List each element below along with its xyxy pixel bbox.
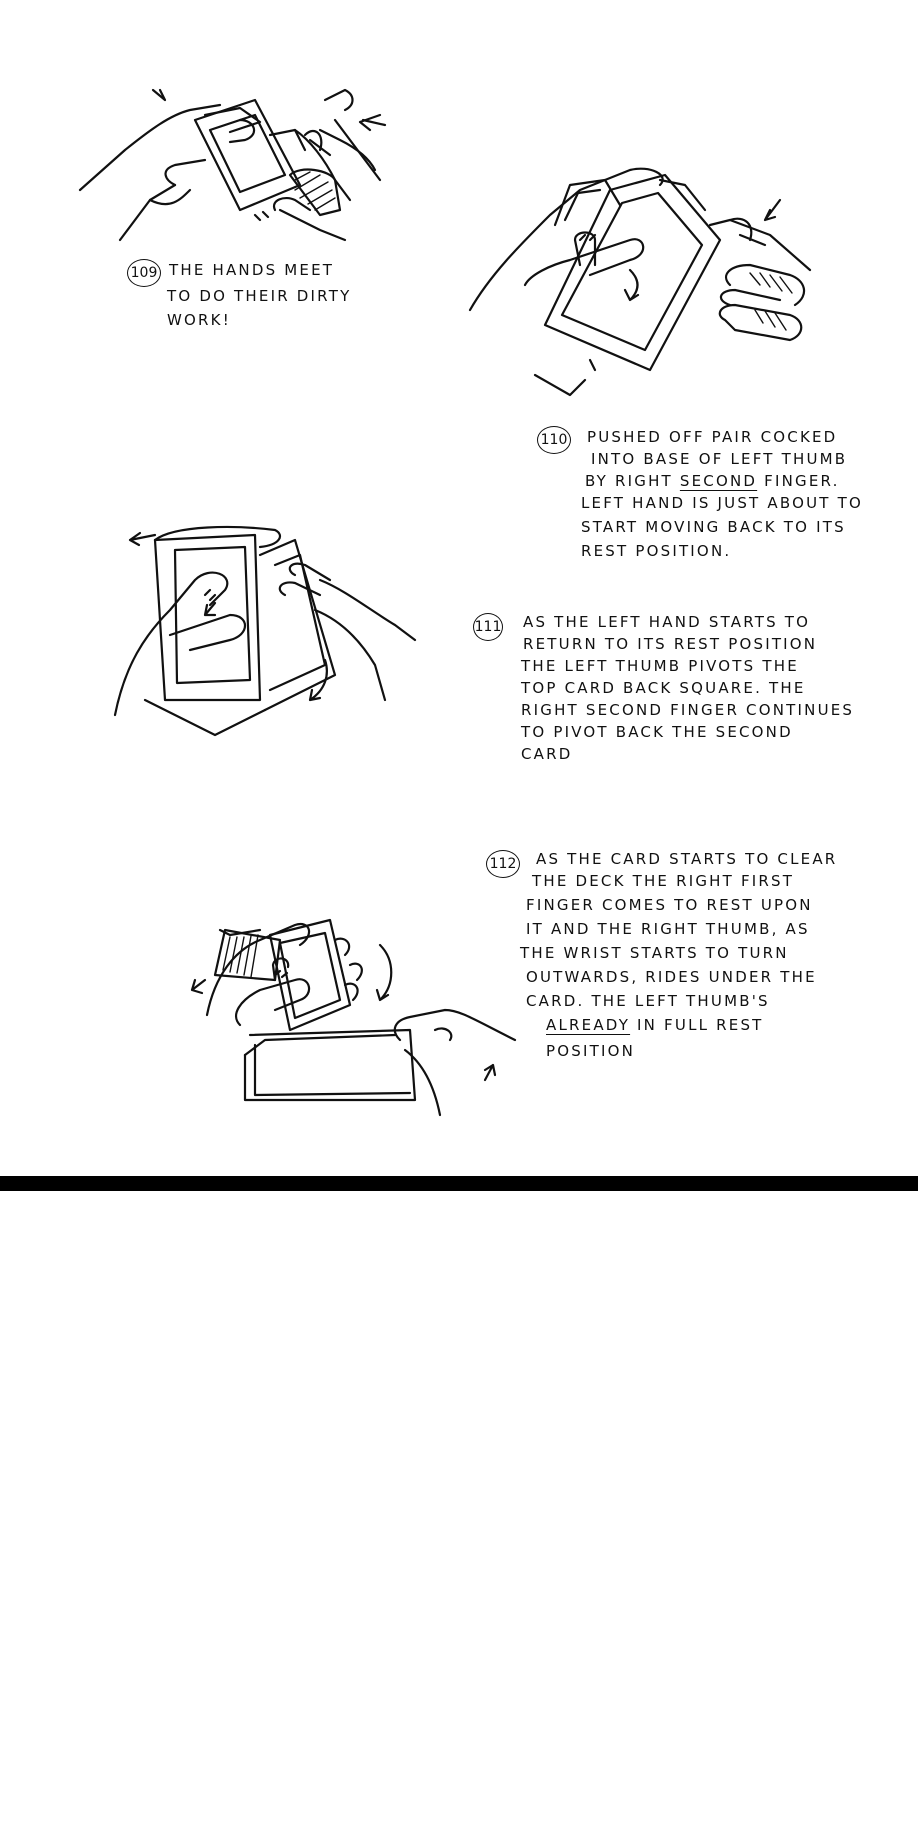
caption-line: INTO BASE OF LEFT THUMB <box>591 450 848 468</box>
caption-line: BY RIGHT SECOND FINGER. <box>585 474 840 489</box>
caption-line: PUSHED OFF PAIR COCKED <box>587 428 838 446</box>
underlined-word: SECOND <box>679 472 758 490</box>
caption-line: RIGHT SECOND FINGER CONTINUES <box>521 701 855 719</box>
caption-line: THE LEFT THUMB PIVOTS THE <box>521 657 799 675</box>
page-divider-bar <box>0 1176 918 1191</box>
caption-line: TO DO THEIR DIRTY <box>167 287 352 305</box>
caption-fragment: BY RIGHT <box>585 472 680 490</box>
caption-fragment: IN FULL REST <box>630 1016 764 1034</box>
caption-line: LEFT HAND IS JUST ABOUT TO <box>581 494 863 512</box>
caption-line: RETURN TO ITS REST POSITION <box>523 635 818 653</box>
left-thumb-pivots-drawing <box>113 525 417 737</box>
step-111-caption: 111 AS THE LEFT HAND STARTS TO RETURN TO… <box>473 613 873 765</box>
caption-line: FINGER COMES TO REST UPON <box>526 896 813 914</box>
hands-meet-drawing <box>78 88 387 242</box>
caption-line: THE WRIST STARTS TO TURN <box>520 944 789 962</box>
caption-line: THE DECK THE RIGHT FIRST <box>532 872 795 890</box>
step-number-badge: 109 <box>127 259 161 287</box>
illustration-110 <box>468 165 830 397</box>
caption-line: AS THE LEFT HAND STARTS TO <box>523 613 811 631</box>
pushed-off-pair-drawing <box>468 167 812 397</box>
caption-fragment: FINGER. <box>757 472 840 490</box>
illustration-109 <box>78 80 410 280</box>
card-clears-deck-drawing <box>190 918 517 1117</box>
caption-line: OUTWARDS, RIDES UNDER THE <box>526 968 817 986</box>
underlined-word: ALREADY <box>546 1016 631 1034</box>
caption-line: START MOVING BACK TO ITS <box>581 518 846 536</box>
caption-line: IT AND THE RIGHT THUMB, AS <box>526 920 810 938</box>
illustration-112 <box>185 905 525 1120</box>
caption-line: CARD <box>521 745 573 763</box>
caption-line: AS THE CARD STARTS TO CLEAR <box>536 850 838 868</box>
caption-line: ALREADY IN FULL REST <box>546 1018 764 1033</box>
caption-line: TO PIVOT BACK THE SECOND <box>521 723 793 741</box>
illustration-111 <box>113 515 445 740</box>
step-number-badge: 110 <box>537 426 571 454</box>
step-number-badge: 112 <box>486 850 520 878</box>
caption-line: REST POSITION. <box>581 542 732 560</box>
caption-line: CARD. THE LEFT THUMB'S <box>526 992 770 1010</box>
caption-line: THE HANDS MEET <box>169 261 335 279</box>
step-112-caption: 112 AS THE CARD STARTS TO CLEAR THE DECK… <box>486 850 886 1062</box>
step-110-caption: 110 PUSHED OFF PAIR COCKED INTO BASE OF … <box>537 426 867 560</box>
step-number-badge: 111 <box>473 613 503 641</box>
caption-line: POSITION <box>546 1042 636 1060</box>
caption-line: TOP CARD BACK SQUARE. THE <box>521 679 806 697</box>
step-109-caption: 109 THE HANDS MEET TO DO THEIR DIRTY WOR… <box>127 259 387 333</box>
caption-line: WORK! <box>167 311 231 329</box>
